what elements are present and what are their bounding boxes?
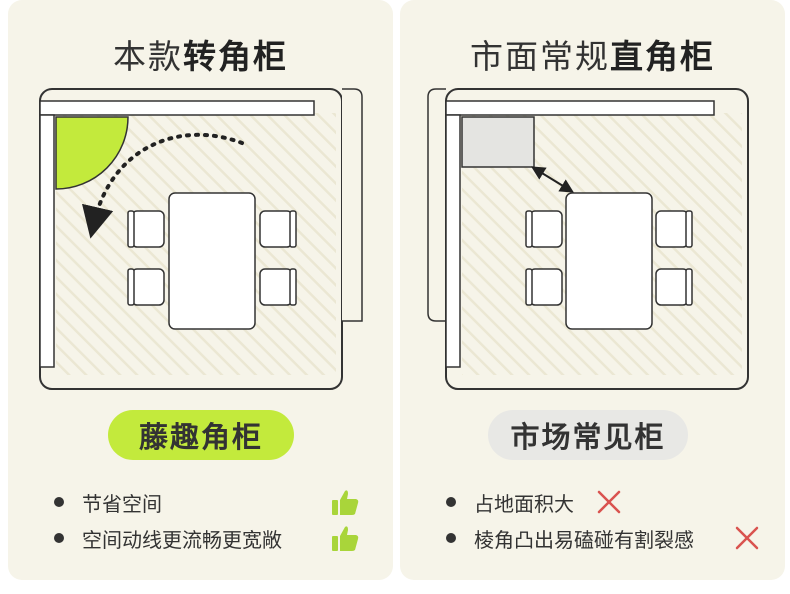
standard-cabinet-floorplan (427, 88, 749, 390)
dining-table (168, 192, 256, 330)
side-panel (427, 88, 446, 322)
flow-arrow (82, 132, 244, 239)
corner-cabinet-panel: 本款转角柜 (8, 0, 393, 580)
chairs (525, 210, 693, 306)
bullet-dot (54, 497, 64, 507)
disadvantages-list: 占地面积大 棱角凸出易磕碰有割裂感 (446, 484, 765, 556)
bullet-dot (54, 533, 64, 543)
chairs (127, 210, 297, 306)
rattan-corner-cabinet-badge: 藤趣角柜 (108, 410, 294, 460)
list-item: 棱角凸出易磕碰有割裂感 (446, 520, 765, 556)
left-wall (445, 114, 461, 368)
corner-cabinet-floorplan (39, 88, 363, 390)
left-wall (39, 114, 55, 368)
top-wall (39, 100, 315, 116)
distance-arrow (531, 166, 574, 193)
list-item: 空间动线更流畅更宽敞 (54, 520, 373, 556)
dining-table (565, 192, 653, 330)
list-item: 占地面积大 (446, 484, 765, 520)
standard-cabinet-panel: 市面常规直角柜 (400, 0, 785, 580)
thumbs-up-icon (332, 490, 359, 515)
standard-cabinet-title: 市面常规直角柜 (470, 37, 715, 76)
corner-cabinet-shape (55, 116, 129, 190)
list-item: 节省空间 (54, 484, 373, 520)
common-market-cabinet-badge: 市场常见柜 (488, 410, 688, 460)
bullet-dot (446, 533, 456, 543)
square-cabinet-shape (461, 116, 535, 168)
side-panel (342, 88, 363, 322)
red-cross-icon (735, 526, 759, 550)
top-wall (445, 100, 715, 116)
thumbs-up-icon (332, 526, 359, 551)
advantages-list: 节省空间 空间动线更流畅更宽敞 (54, 484, 373, 556)
corner-cabinet-title: 本款转角柜 (113, 37, 288, 76)
bullet-dot (446, 497, 456, 507)
red-cross-icon (597, 490, 621, 514)
